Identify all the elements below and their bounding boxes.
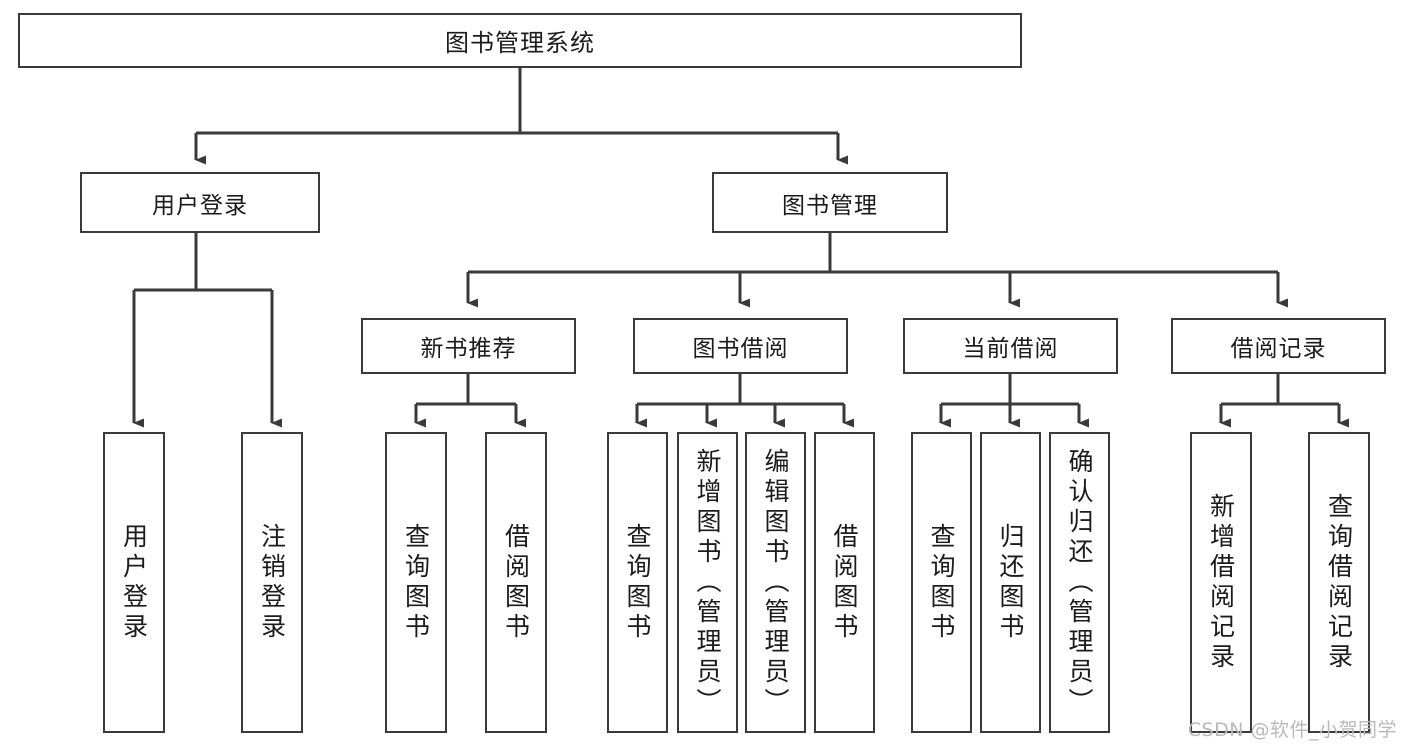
node-label: 图书管理 — [782, 192, 878, 219]
watermark: CSDN @软件_小贺同学 — [1187, 719, 1397, 741]
node-label: 当前借阅 — [962, 336, 1059, 362]
node-label: 编辑图书（管理员） — [761, 447, 790, 718]
node-borrow-record[interactable]: 借阅记录 — [1171, 318, 1386, 374]
leaf-query-book-current[interactable]: 查询图书 — [911, 432, 972, 733]
node-label: 用户登录 — [119, 522, 149, 643]
node-label: 借阅记录 — [1230, 336, 1327, 362]
leaf-borrow-book[interactable]: 借阅图书 — [814, 432, 875, 733]
node-label: 新增图书（管理员） — [693, 447, 722, 718]
leaf-query-book-recommend[interactable]: 查询图书 — [385, 432, 447, 733]
node-label: 查询图书 — [401, 522, 431, 643]
node-current-borrow[interactable]: 当前借阅 — [903, 318, 1118, 374]
leaf-confirm-return-admin[interactable]: 确认归还（管理员） — [1049, 432, 1110, 733]
node-label: 新书推荐 — [420, 336, 517, 362]
node-label: 借阅图书 — [501, 522, 531, 643]
leaf-user-login[interactable]: 用户登录 — [103, 432, 165, 733]
node-label: 用户登录 — [152, 192, 248, 219]
leaf-edit-book-admin[interactable]: 编辑图书（管理员） — [745, 432, 806, 733]
node-label: 借阅图书 — [830, 522, 859, 643]
leaf-query-book-borrow[interactable]: 查询图书 — [607, 432, 668, 733]
node-label: 查询借阅记录 — [1324, 492, 1354, 673]
node-label: 查询图书 — [927, 522, 956, 643]
node-book-borrow[interactable]: 图书借阅 — [633, 318, 848, 374]
node-new-book-recommend[interactable]: 新书推荐 — [361, 318, 576, 374]
leaf-borrow-book-recommend[interactable]: 借阅图书 — [485, 432, 547, 733]
leaf-add-borrow-record[interactable]: 新增借阅记录 — [1190, 432, 1252, 733]
node-book-management[interactable]: 图书管理 — [712, 172, 948, 233]
node-label: 新增借阅记录 — [1206, 492, 1236, 673]
leaf-logout[interactable]: 注销登录 — [241, 432, 303, 733]
node-label: 确认归还（管理员） — [1065, 447, 1094, 718]
leaf-return-book[interactable]: 归还图书 — [980, 432, 1041, 733]
node-label: 查询图书 — [623, 522, 652, 643]
node-label: 图书借阅 — [692, 336, 789, 362]
node-user-login[interactable]: 用户登录 — [80, 172, 320, 233]
node-label: 归还图书 — [996, 522, 1025, 643]
leaf-query-borrow-record[interactable]: 查询借阅记录 — [1308, 432, 1370, 733]
node-root-book-management-system[interactable]: 图书管理系统 — [18, 13, 1022, 68]
node-label: 注销登录 — [257, 522, 287, 643]
leaf-add-book-admin[interactable]: 新增图书（管理员） — [677, 432, 738, 733]
node-label: 图书管理系统 — [445, 29, 595, 57]
